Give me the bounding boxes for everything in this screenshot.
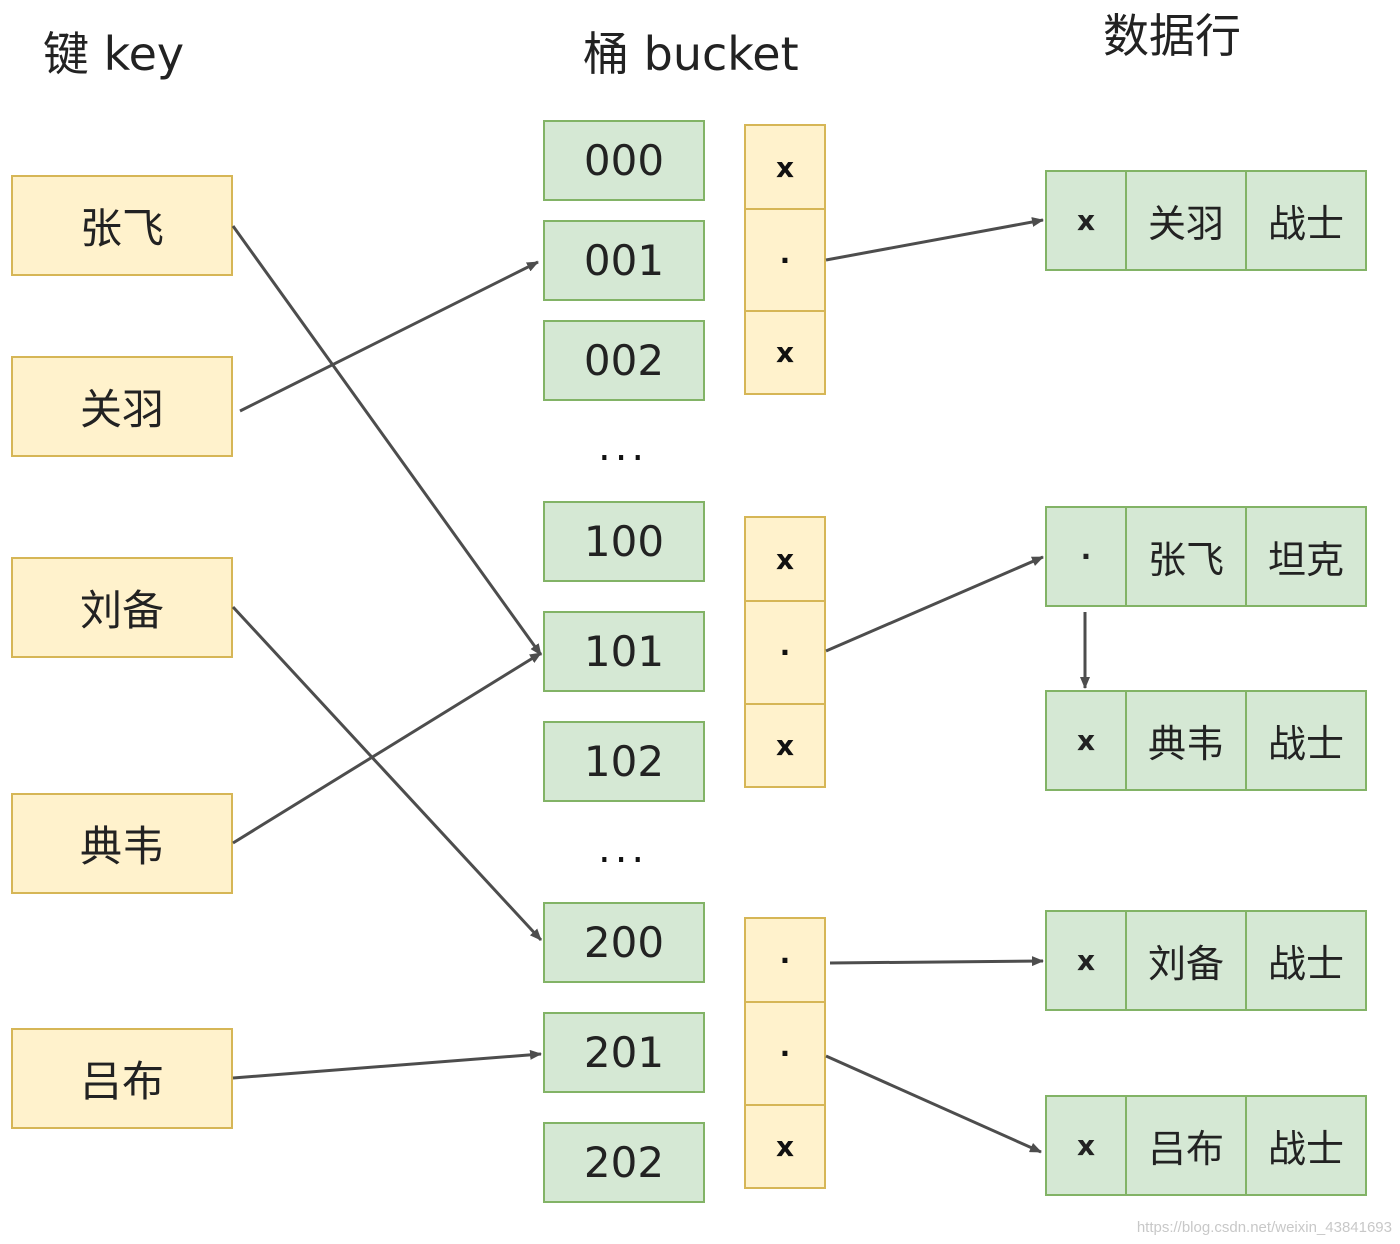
row-role-cell: 战士: [1245, 170, 1367, 271]
key-box-dianwei: 典韦: [11, 793, 233, 894]
bucket-102: 102: [543, 721, 705, 802]
bucket-202: 202: [543, 1122, 705, 1203]
bucket-200: 200: [543, 902, 705, 983]
row-name-cell: 吕布: [1125, 1095, 1247, 1196]
bucket-002: 002: [543, 320, 705, 401]
key-box-liubei: 刘备: [11, 557, 233, 658]
slot-cell: x: [744, 1104, 826, 1189]
row-role-cell: 战士: [1245, 690, 1367, 791]
row-role-cell: 坦克: [1245, 506, 1367, 607]
row-pointer-cell: x: [1045, 690, 1127, 791]
row-name-cell: 刘备: [1125, 910, 1247, 1011]
arrow-guanyu-to-bucket: [239, 260, 539, 413]
key-box-lvbu: 吕布: [11, 1028, 233, 1129]
slot-cell: ·: [744, 917, 826, 1003]
arrow-dianwei-to-bucket: [232, 651, 542, 845]
keys-header: 键 key: [43, 27, 185, 81]
slot-cell: x: [744, 124, 826, 210]
bucket-101: 101: [543, 611, 705, 692]
arrow-zhangfei-to-bucket: [231, 225, 543, 656]
bucket-001: 001: [543, 220, 705, 301]
arrow-slot-to-row: [825, 1054, 1042, 1154]
slot-cell: x: [744, 516, 826, 602]
row-pointer-cell: x: [1045, 910, 1127, 1011]
bucket-100: 100: [543, 501, 705, 582]
row-role-cell: 战士: [1245, 910, 1367, 1011]
row-name-cell: 关羽: [1125, 170, 1247, 271]
arrow-lvbu-to-bucket: [232, 1049, 542, 1080]
slot-cell: ·: [744, 600, 826, 705]
slot-cell: x: [744, 310, 826, 395]
bucket-ellipsis: ...: [598, 424, 649, 470]
row-name-cell: 典韦: [1125, 690, 1247, 791]
bucket-000: 000: [543, 120, 705, 201]
key-box-guanyu: 关羽: [11, 356, 233, 457]
slot-cell: x: [744, 703, 826, 788]
key-box-zhangfei: 张飞: [11, 175, 233, 276]
buckets-header: 桶 bucket: [583, 27, 799, 81]
bucket-ellipsis: ...: [598, 826, 649, 872]
slot-cell: ·: [744, 1001, 826, 1106]
row-pointer-cell: x: [1045, 170, 1127, 271]
bucket-201: 201: [543, 1012, 705, 1093]
slot-cell: ·: [744, 208, 826, 312]
arrow-slot-to-row: [829, 956, 1044, 967]
arrow-slot-to-row: [825, 555, 1044, 653]
watermark: https://blog.csdn.net/weixin_43841693: [1136, 1219, 1392, 1236]
row-role-cell: 战士: [1245, 1095, 1367, 1196]
arrow-slot-to-row: [825, 217, 1044, 262]
rows-header: 数据行: [1103, 9, 1241, 63]
arrow-liubei-to-bucket: [231, 605, 543, 942]
